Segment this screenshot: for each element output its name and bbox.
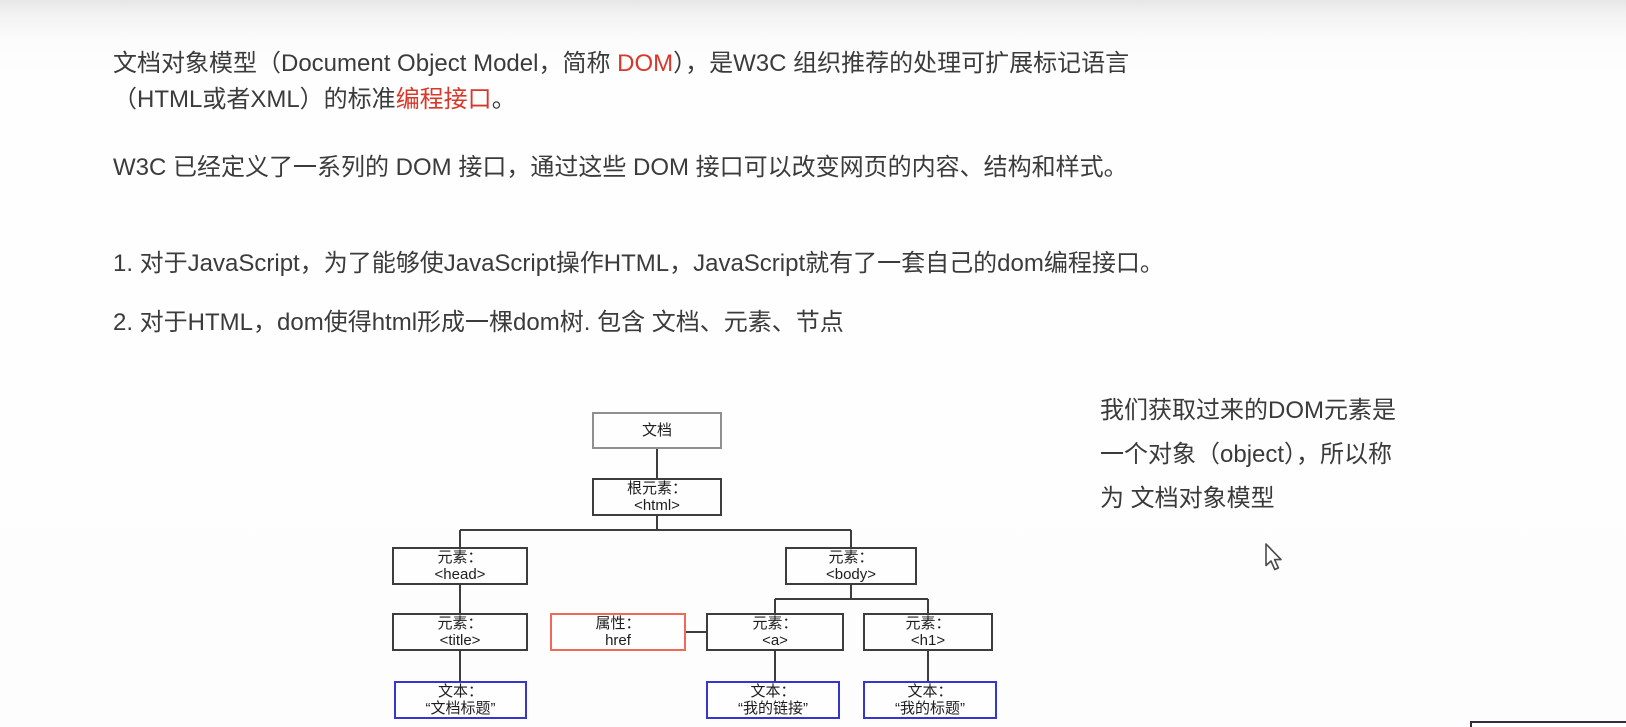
- side-note-line: 为 文档对象模型: [1100, 485, 1275, 512]
- mouse-cursor-icon: [1265, 543, 1284, 578]
- diagram-node-anchor: 元素： <a>: [706, 613, 844, 651]
- node-label: 文本：: [750, 683, 796, 700]
- bottom-right-overlay-box: [1470, 721, 1626, 727]
- node-tag: <head>: [434, 566, 486, 583]
- node-label: 文档: [641, 422, 672, 439]
- node-label: 元素：: [437, 549, 483, 566]
- node-value: “我的链接”: [738, 700, 808, 717]
- node-label: 元素：: [905, 615, 951, 632]
- diagram-node-text-my-heading: 文本： “我的标题”: [863, 681, 997, 719]
- node-tag: <h1>: [910, 632, 946, 649]
- intro-paragraph-1-line-1: 文档对象模型（Document Object Model，简称 DOM），是W3…: [113, 50, 1130, 77]
- list-item-javascript: 1. 对于JavaScript，为了能够使JavaScript操作HTML，Ja…: [113, 250, 1164, 277]
- node-label: 文本：: [907, 683, 953, 700]
- node-tag: <title>: [439, 632, 481, 649]
- node-label: 元素：: [437, 615, 483, 632]
- node-label: 元素：: [828, 549, 874, 566]
- node-label: 文本：: [437, 683, 483, 700]
- diagram-node-text-document-title: 文本： “文档标题”: [394, 681, 527, 719]
- diagram-node-document: 文档: [592, 412, 722, 449]
- node-tag: <a>: [762, 632, 788, 649]
- diagram-node-text-my-link: 文本： “我的链接”: [706, 681, 840, 719]
- node-tag: href: [605, 632, 631, 649]
- list-item-html: 2. 对于HTML，dom使得html形成一棵dom树. 包含 文档、元素、节点: [113, 309, 844, 336]
- diagram-node-h1: 元素： <h1>: [863, 613, 993, 651]
- intro-paragraph-1-line-2: （HTML或者XML）的标准编程接口。: [113, 86, 516, 113]
- node-value: “我的标题”: [895, 700, 965, 717]
- side-note-line: 我们获取过来的DOM元素是: [1100, 397, 1396, 424]
- node-tag: <html>: [634, 497, 680, 514]
- diagram-connector-lines: [459, 449, 929, 681]
- dom-tree-diagram: 文档 根元素： <html> 元素： <head> 元素： <body> 元素：…: [390, 410, 997, 722]
- diagram-node-title: 元素： <title>: [392, 613, 528, 651]
- node-value: “文档标题”: [425, 700, 496, 717]
- node-label: 根元素：: [626, 480, 687, 497]
- node-label: 元素：: [752, 615, 798, 632]
- side-note-line: 一个对象（object），所以称: [1100, 441, 1393, 468]
- side-note: 我们获取过来的DOM元素是 一个对象（object），所以称 为 文档对象模型: [1100, 389, 1396, 521]
- diagram-node-body: 元素： <body>: [785, 547, 917, 585]
- diagram-node-head: 元素： <head>: [392, 547, 528, 585]
- diagram-node-attribute-href: 属性： href: [550, 613, 686, 651]
- diagram-node-root-html: 根元素： <html>: [592, 478, 722, 516]
- node-label: 属性：: [595, 615, 641, 632]
- intro-paragraph-2: W3C 已经定义了一系列的 DOM 接口，通过这些 DOM 接口可以改变网页的内…: [113, 154, 1128, 181]
- node-tag: <body>: [825, 566, 877, 583]
